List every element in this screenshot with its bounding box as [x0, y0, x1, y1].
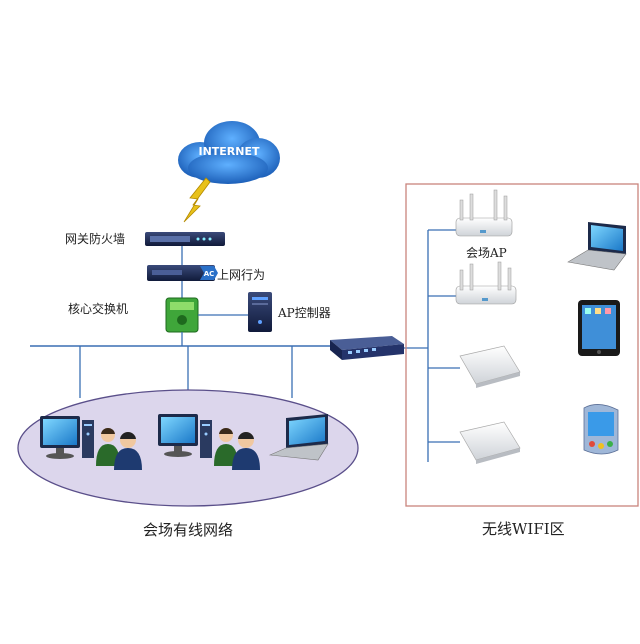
- wireless-zone-label: 无线WIFI区: [482, 520, 565, 538]
- internet-cloud-icon: [178, 121, 280, 184]
- wired-network-zone: [17, 389, 359, 507]
- wireless-ap-antenna-icon: [455, 261, 517, 305]
- desktop-computer-icon: [158, 414, 212, 458]
- venue-ap-label: 会场AP: [466, 246, 507, 260]
- firewall-device-icon: [145, 232, 225, 246]
- ap-controller-server-icon: [248, 292, 272, 332]
- core-switch-icon: [165, 297, 199, 333]
- wireless-ap-antenna-icon: [455, 189, 513, 237]
- tablet-icon: [578, 300, 620, 356]
- core-switch-label: 核心交换机: [68, 302, 129, 316]
- users-icon: [96, 427, 142, 470]
- behavior-manager-device-icon: [147, 265, 215, 281]
- ac-badge-label: AC: [204, 270, 215, 278]
- ac-badge-icon: [200, 266, 218, 280]
- wireless-ap-panel-icon: [459, 421, 521, 464]
- internet-label: INTERNET: [198, 145, 260, 158]
- pda-device-icon: [583, 404, 619, 455]
- wired-network-label: 会场有线网络: [143, 521, 234, 539]
- wireless-ap-panel-icon: [459, 345, 521, 388]
- wireless-zone-box: [405, 183, 639, 507]
- users-icon: [214, 427, 260, 470]
- laptop-icon: [268, 414, 329, 461]
- lightning-icon: [183, 177, 211, 223]
- access-switch-icon: [330, 336, 404, 360]
- behavior-manager-label: 上网行为: [217, 268, 266, 282]
- laptop-icon: [567, 222, 627, 271]
- ap-controller-label: AP控制器: [278, 306, 331, 320]
- firewall-label: 网关防火墙: [65, 232, 126, 246]
- desktop-computer-icon: [40, 416, 94, 459]
